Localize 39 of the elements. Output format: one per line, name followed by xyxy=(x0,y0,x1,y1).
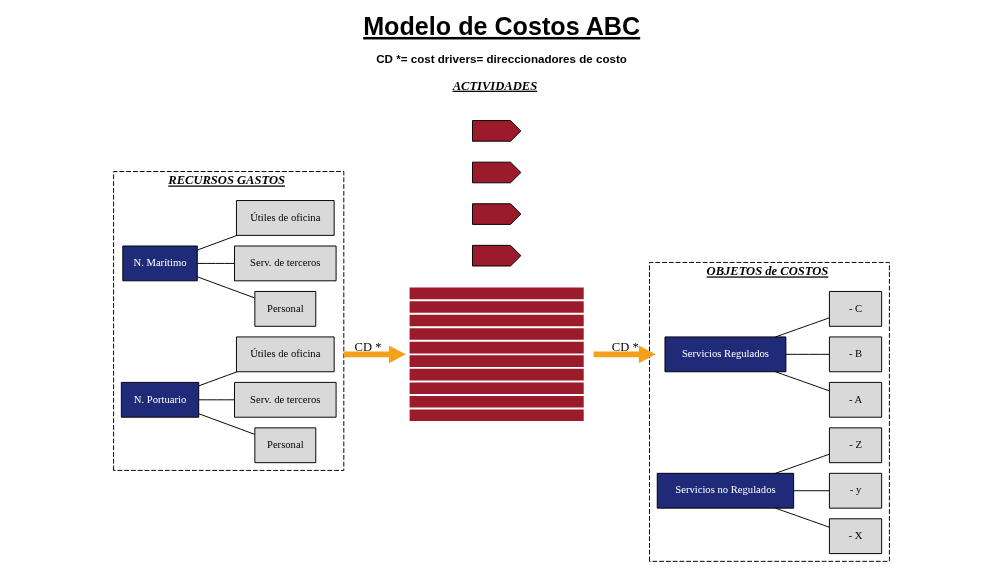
connector xyxy=(775,507,830,528)
node-box: - Z xyxy=(828,427,883,464)
node-box: Útiles de oficina xyxy=(235,200,335,236)
node-box: - X xyxy=(828,518,883,555)
arrow xyxy=(343,345,406,364)
node-box: Servicios no Regulados xyxy=(656,472,795,509)
arrow xyxy=(593,345,656,364)
diagram-title: Modelo de Costos ABC xyxy=(363,11,641,40)
caption: CD *= cost drivers= direccionadores de costo xyxy=(376,51,627,65)
node-box: Serv. de terceros xyxy=(234,245,337,282)
node-box: - C xyxy=(828,291,883,327)
connector xyxy=(785,353,830,355)
connector xyxy=(775,453,830,474)
node-chevron xyxy=(472,203,522,225)
node-box: N. Portuario xyxy=(120,381,200,418)
connector xyxy=(198,413,255,435)
node-box: Serv. de terceros xyxy=(234,381,337,418)
connector xyxy=(775,371,830,392)
node-box: - A xyxy=(828,381,883,418)
edge-label: CD * xyxy=(354,339,382,354)
node-box: Útiles de oficina xyxy=(235,336,335,373)
label: ACTIVIDADES xyxy=(452,78,538,93)
connector xyxy=(793,490,830,492)
connector xyxy=(196,276,255,299)
node-chevron xyxy=(472,120,522,142)
node-box: N. Marítimo xyxy=(122,245,198,282)
node-chevron xyxy=(472,161,522,184)
node-chevron xyxy=(472,244,522,267)
connector xyxy=(775,317,830,338)
node-box: Servicios Regulados xyxy=(664,336,787,373)
connector xyxy=(198,371,238,387)
node-box: Personal xyxy=(254,291,317,327)
connector xyxy=(196,235,238,251)
connector xyxy=(196,262,235,264)
connector xyxy=(198,399,235,401)
edge-label: CD * xyxy=(611,339,639,354)
node-box: - y xyxy=(828,472,883,509)
node-box: Personal xyxy=(254,427,317,464)
node-box: - B xyxy=(828,336,883,373)
